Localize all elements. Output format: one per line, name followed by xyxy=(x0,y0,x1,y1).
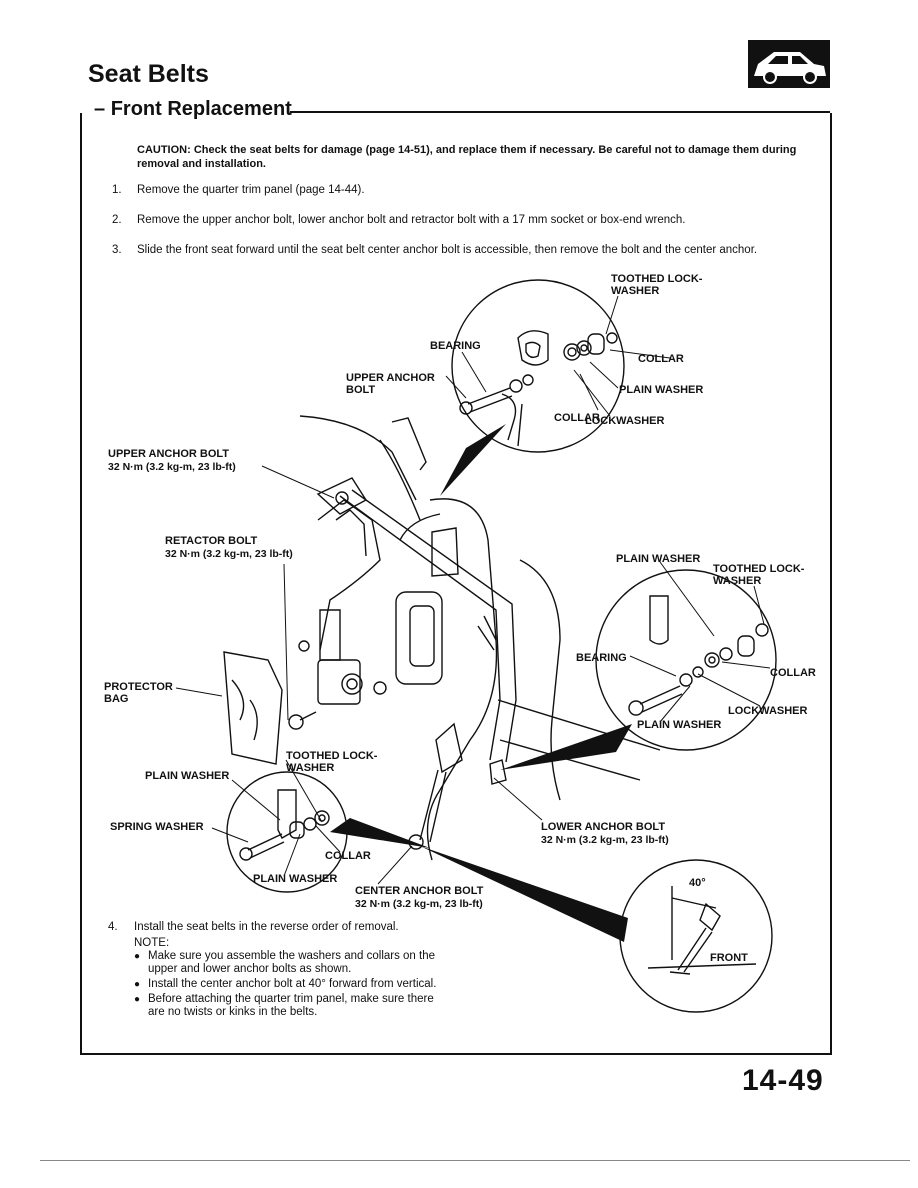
retractor-detail-parts xyxy=(239,789,330,861)
car-silhouette-icon xyxy=(748,40,830,88)
retractor-unit xyxy=(288,609,387,730)
section-title: Front Replacement xyxy=(110,98,292,120)
angle-detail xyxy=(647,886,757,975)
page-title: Seat Belts xyxy=(88,60,209,88)
label-lockwasher-lower: LOCKWASHER xyxy=(728,705,808,717)
label-lockwasher-upper: LOCKWASHER xyxy=(585,415,665,427)
label-center-anchor-torque: 32 N·m (3.2 kg-m, 23 lb-ft) xyxy=(355,898,483,910)
label-front: FRONT xyxy=(710,952,748,964)
label-collar-upper: COLLAR xyxy=(638,353,684,365)
label-upper-anchor-bolt-detail: UPPER ANCHOR BOLT xyxy=(346,372,435,396)
content-frame xyxy=(80,113,832,1055)
note-item: Make sure you assemble the washers and c… xyxy=(134,950,448,976)
section-heading: – Front Replacement xyxy=(94,98,292,121)
label-collar-upper-2: COLLAR xyxy=(554,412,600,424)
note-list: Make sure you assemble the washers and c… xyxy=(134,950,448,1019)
upper-anchor-bracket xyxy=(316,477,367,515)
upper-detail-circle xyxy=(451,279,625,453)
label-retractor-torque: 32 N·m (3.2 kg-m, 23 lb-ft) xyxy=(165,548,293,560)
seat-outline xyxy=(299,415,661,861)
leader-lines xyxy=(175,295,771,885)
label-retractor-bolt: RETACTOR BOLT xyxy=(165,535,258,547)
section-marker-icon: – xyxy=(94,98,111,120)
label-collar-retractor: COLLAR xyxy=(325,850,371,862)
label-upper-anchor-bolt: UPPER ANCHOR BOLT xyxy=(108,448,229,460)
step-1-number: 1. xyxy=(112,184,122,196)
label-toothed-lockwasher-lower: TOOTHED LOCK- WASHER xyxy=(713,563,805,587)
step-4-text: Install the seat belts in the reverse or… xyxy=(134,921,399,933)
label-collar-lower: COLLAR xyxy=(770,667,816,679)
label-plain-washer-retractor-2: PLAIN WASHER xyxy=(253,873,338,885)
label-plain-washer-lower: PLAIN WASHER xyxy=(616,553,701,565)
label-toothed-lockwasher-upper: TOOTHED LOCK- WASHER xyxy=(611,273,703,297)
upper-detail-parts xyxy=(459,330,618,447)
step-3-number: 3. xyxy=(112,244,122,256)
note-item: Before attaching the quarter trim panel,… xyxy=(134,993,448,1019)
section-rule xyxy=(290,111,830,113)
page-number: 14-49 xyxy=(742,1064,824,1097)
label-bearing-upper: BEARING xyxy=(430,340,481,352)
label-spring-washer: SPRING WASHER xyxy=(110,821,204,833)
protector-bag xyxy=(223,651,283,765)
note-item: Install the center anchor bolt at 40° fo… xyxy=(134,978,448,991)
bottom-rule xyxy=(40,1160,910,1161)
step-2-text: Remove the upper anchor bolt, lower anch… xyxy=(137,214,686,226)
step-1-text: Remove the quarter trim panel (page 14-4… xyxy=(137,184,365,196)
label-plain-washer-retractor: PLAIN WASHER xyxy=(145,770,230,782)
label-lower-anchor-bolt: LOWER ANCHOR BOLT xyxy=(541,821,666,833)
label-toothed-lockwasher-retractor: TOOTHED LOCK- WASHER xyxy=(286,750,378,774)
label-plain-washer-lower-2: PLAIN WASHER xyxy=(637,719,722,731)
label-plain-washer-upper: PLAIN WASHER xyxy=(619,384,704,396)
step-4-number: 4. xyxy=(108,921,118,933)
label-upper-anchor-torque: 32 N·m (3.2 kg-m, 23 lb-ft) xyxy=(108,461,236,473)
label-bearing-lower: BEARING xyxy=(576,652,627,664)
label-center-anchor-bolt: CENTER ANCHOR BOLT xyxy=(355,885,484,897)
lower-detail-circle xyxy=(595,569,777,751)
lower-detail-parts xyxy=(628,595,769,716)
seat-belt-webbing xyxy=(317,489,517,850)
step-4: 4. Install the seat belts in the reverse… xyxy=(108,921,448,1021)
step-3-text: Slide the front seat forward until the s… xyxy=(137,244,758,256)
label-protector-bag: PROTECTOR BAG xyxy=(104,681,173,705)
step-2-number: 2. xyxy=(112,214,122,226)
label-angle: 40° xyxy=(689,877,706,889)
detail-connectors xyxy=(330,424,632,942)
caution-text: CAUTION: Check the seat belts for damage… xyxy=(137,144,797,170)
label-lower-anchor-torque: 32 N·m (3.2 kg-m, 23 lb-ft) xyxy=(541,834,669,846)
note-heading: NOTE: xyxy=(134,937,170,949)
